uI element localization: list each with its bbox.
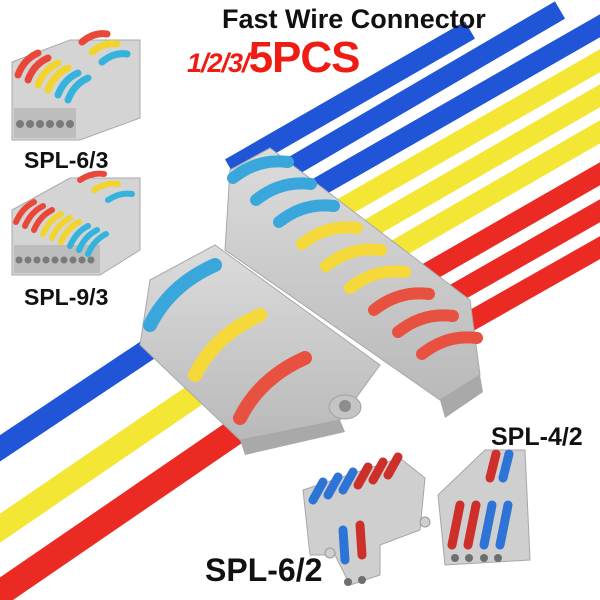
product-title: Fast Wire Connector <box>222 4 486 34</box>
spl-9-3-connector <box>11 170 141 276</box>
quantity-options: 1/2/3/5PCS <box>187 33 361 82</box>
model-label-spl-6-3: SPL-6/3 <box>24 147 109 173</box>
hero-connector <box>139 147 483 455</box>
spl-4-2-connector <box>437 449 531 566</box>
model-label-spl-4-2: SPL-4/2 <box>491 423 583 451</box>
quantity-options-small: 1/2/3/ <box>187 48 250 78</box>
model-label-spl-9-3: SPL-9/3 <box>24 284 109 310</box>
quantity-options-big: 5PCS <box>248 33 361 82</box>
spl-6-2-connector <box>302 452 431 586</box>
model-label-spl-6-2: SPL-6/2 <box>205 552 323 588</box>
spl-6-3-connector <box>11 30 141 141</box>
input-wires <box>0 335 243 600</box>
